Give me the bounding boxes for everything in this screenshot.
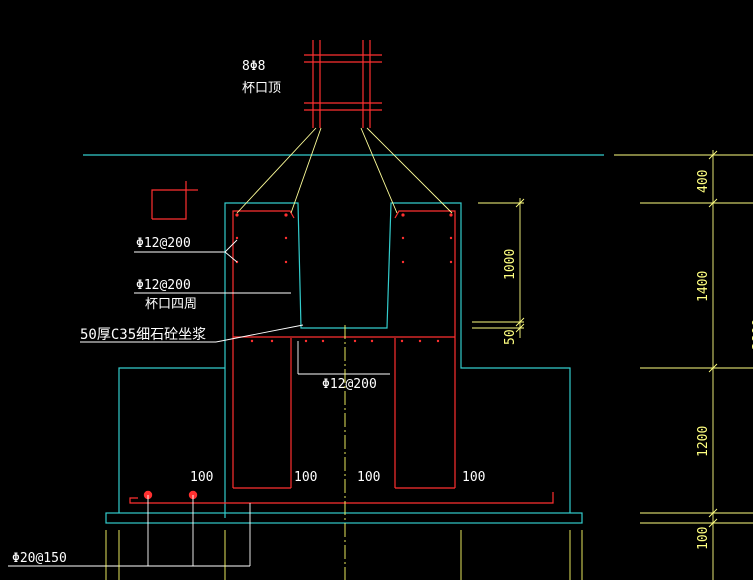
rebar-dots <box>143 213 453 500</box>
dim-50: 50 <box>503 329 518 345</box>
dim-1400: 1400 <box>696 271 711 302</box>
dimension-lines <box>472 150 753 580</box>
pedestal-left-step <box>118 367 225 513</box>
cup-top-label: 杯口顶 <box>242 81 281 96</box>
cup-perimeter-label: 杯口四周 <box>145 297 197 312</box>
center-bar-label: Φ12@200 <box>322 377 377 392</box>
dim-100: 100 <box>696 527 711 550</box>
rebar-lines <box>129 40 554 504</box>
top-bars-label: 8Φ8 <box>242 59 265 74</box>
grout-label: 50厚C35细石砼坐浆 <box>80 327 206 343</box>
concrete-outline <box>83 154 604 524</box>
gap-label-4: 100 <box>462 470 485 485</box>
guide-lines <box>105 325 583 580</box>
bottom-bar-label: Φ20@150 <box>12 551 67 566</box>
stirrup-2-label: Φ12@200 <box>136 278 191 293</box>
gap-label-3: 100 <box>357 470 380 485</box>
dim-1200: 1200 <box>696 426 711 457</box>
leader-lines <box>236 127 453 214</box>
pedestal-outline <box>224 202 571 518</box>
annotation-leaders <box>8 239 390 567</box>
base-slab <box>105 512 583 524</box>
dim-total: 2800 <box>751 319 753 350</box>
dim-400: 400 <box>696 170 711 193</box>
dim-1000: 1000 <box>503 249 518 280</box>
gap-label-2: 100 <box>294 470 317 485</box>
gap-label-1: 100 <box>190 470 213 485</box>
stirrup-1-label: Φ12@200 <box>136 236 191 251</box>
